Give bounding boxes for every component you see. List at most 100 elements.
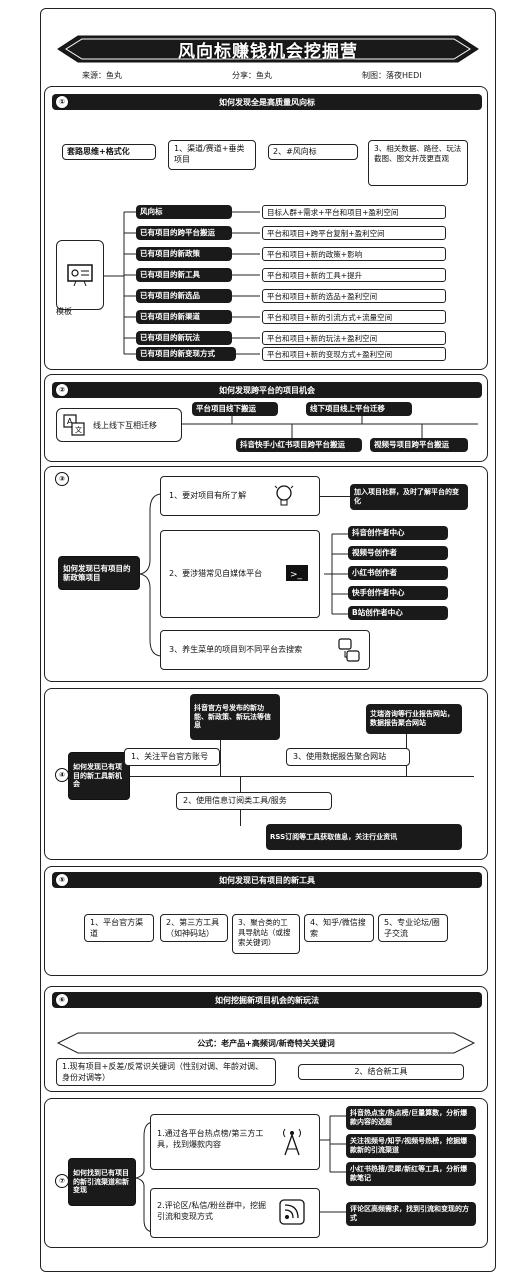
s1-row-0-right: 目标人群+需求+平台和项目+盈利空间 <box>262 205 446 219</box>
s5-item-3: 4、知乎/微信搜索 <box>304 914 374 942</box>
section-1-title: 如何发现全是高质量风向标 <box>52 94 482 110</box>
section-6-title: 如何挖掘新项目机会的新玩法 <box>52 992 482 1008</box>
s7-item-0-box: 1.通过各平台热点榜/第三方工具，找到爆款内容 <box>150 1114 320 1170</box>
s1-row-5-left: 已有项目的新渠道 <box>136 310 232 324</box>
section-2-title: 如何发现跨平台的项目机会 <box>52 382 482 398</box>
section-2 <box>44 374 488 462</box>
s4-item-0: 1、关注平台官方账号 <box>124 748 220 766</box>
s4-connector-2 <box>406 716 407 776</box>
s1-row-1-left: 已有项目的跨平台搬运 <box>136 226 232 240</box>
section-1 <box>44 86 488 370</box>
s6-right: 2、结合新工具 <box>298 1064 464 1080</box>
s4-item-2: 2、使用信息订阅类工具/服务 <box>176 792 332 810</box>
s6-left: 1.现有项目+反差/反常识关键词（性别对调、年龄对调、身份对调等） <box>56 1058 276 1086</box>
s1-row-4-right: 平台和项目+新的选品+盈利空间 <box>262 289 446 303</box>
poster-frame <box>40 8 496 1272</box>
s4-note-2: RSS订阅等工具获取信息，关注行业资讯 <box>266 824 462 850</box>
s1-row-2-right: 平台和项目+新的政策+影响 <box>262 247 446 261</box>
s2-top-1: 线下项目线上平台迁移 <box>306 402 412 416</box>
s4-note-1: 艾瑞咨询等行业报告网站，数据报告聚合网站 <box>366 704 462 734</box>
author-text: 制图：落夜HEDI <box>362 71 422 80</box>
s1-top-item-0: 套路思维+格式化 <box>62 144 156 160</box>
antenna-icon <box>283 1128 301 1156</box>
s1-top-item-3: 3、相关数据、路径、玩法截图、图文并茂更直观 <box>368 140 468 186</box>
s3-platform-3: 快手创作者中心 <box>348 586 448 600</box>
s7-note-2: 小红书热搜/灵犀/新红等工具，分析爆款笔记 <box>346 1162 476 1186</box>
s2-top-0: 平台项目线下搬运 <box>192 402 278 416</box>
s1-row-1-right: 平台和项目+跨平台复制+盈利空间 <box>262 226 446 240</box>
lightbulb-icon <box>274 485 294 506</box>
s7-item-1-label: 2.评论区/私信/粉丝群中，挖掘引流和变现方式 <box>157 1201 267 1221</box>
s5-item-1: 2、第三方工具（如神码站） <box>160 914 228 942</box>
s1-connector-lines <box>104 211 260 355</box>
s3-platform-0: 抖音创作者中心 <box>348 526 448 540</box>
s1-row-3-right: 平台和项目+新的工具+提升 <box>262 268 446 282</box>
s7-center-node: 如何找到已有项目的新引流渠道和新变现 <box>68 1158 136 1206</box>
s5-item-0: 1、平台官方渠道 <box>84 914 154 942</box>
s3-item-1-box: 2、要涉猎常见自媒体平台 >_ <box>160 530 320 618</box>
s2-bottom-1: 视频号项目跨平台搬运 <box>370 438 468 452</box>
template-label: 模板 <box>56 307 72 316</box>
svg-text:文: 文 <box>75 425 82 434</box>
s3-platform-1: 视频号创作者 <box>348 546 448 560</box>
s3-item-2-label: 3、养生菜单的项目到不同平台去搜索 <box>169 645 303 654</box>
s6-formula-shape <box>56 1032 476 1054</box>
section-5-title: 如何发现已有项目的新工具 <box>52 872 482 888</box>
s3-platform-bracket <box>324 533 350 615</box>
s4-connector-1 <box>220 716 221 776</box>
section-5-number: ⑤ <box>55 873 69 887</box>
section-3-number: ③ <box>55 472 69 486</box>
s6-formula: 公式：老产品+高频词/新奇特关关键词 <box>197 1038 335 1048</box>
section-6 <box>44 986 488 1092</box>
s1-row-5-right: 平台和项目+新的引流方式+流量空间 <box>262 310 446 324</box>
s4-center-node: 如何发现已有项目的新工具新机会 <box>68 752 130 800</box>
title-banner-shape <box>57 35 479 63</box>
section-1-number: ① <box>55 95 69 109</box>
board-icon <box>67 264 93 287</box>
s3-item-2-box: 3、养生菜单的项目到不同平台去搜索 <box>160 630 370 670</box>
rss-icon <box>279 1199 305 1225</box>
s1-row-7-left: 已有项目的新变现方式 <box>136 347 236 361</box>
section-7 <box>44 1098 488 1248</box>
section-6-number: ⑥ <box>55 993 69 1007</box>
s3-platform-4: B站创作者中心 <box>348 606 448 620</box>
s1-top-item-2: 2、#风向标 <box>268 144 358 160</box>
s7-note-1: 关注视频号/知乎/视频号热榜，挖掘爆款新的引流渠道 <box>346 1134 476 1158</box>
s2-left-label: 线上线下互相迁移 <box>93 420 157 430</box>
s2-left-box: A 文 线上线下互相迁移 <box>56 408 182 442</box>
s1-row-7-right: 平台和项目+新的变现方式+盈利空间 <box>262 347 446 361</box>
s4-axis-line <box>130 776 474 777</box>
s7-note-3: 评论区高频需求，找到引流和变现的方式 <box>346 1202 476 1226</box>
s1-row-6-right: 平台和项目+新的玩法+盈利空间 <box>262 331 446 345</box>
s7-note-lines <box>320 1115 348 1213</box>
section-4 <box>44 688 488 860</box>
s1-row-4-left: 已有项目的新选品 <box>136 289 232 303</box>
s1-row-0-left: 风向标 <box>136 205 232 219</box>
s1-top-item-1: 1、渠道/赛道+垂类项目 <box>168 140 256 170</box>
source-text: 来源：鱼丸 <box>82 71 122 80</box>
s3-note-connector <box>320 496 350 497</box>
section-5 <box>44 866 488 976</box>
template-icon-box <box>56 240 104 310</box>
section-3 <box>44 466 488 682</box>
translate-icon: A 文 <box>63 414 85 436</box>
media-icon: >_ <box>286 565 308 581</box>
s3-note-1: 加入项目社群，及时了解平台的变化 <box>350 484 468 510</box>
s1-row-2-left: 已有项目的新政策 <box>136 247 232 261</box>
s5-item-2: 3、聚合类的工具导航站（或搜索关键词） <box>232 914 300 954</box>
s1-row-6-left: 已有项目的新玩法 <box>136 331 232 345</box>
s3-center-node: 如何发现已有项目的新政策项目 <box>58 556 140 590</box>
page-title: 风向标赚钱机会挖掘营 <box>178 41 358 62</box>
s7-bracket <box>136 1121 155 1233</box>
svg-text:>_: >_ <box>290 570 303 580</box>
s7-note-0: 抖音热点宝/热点榜/巨量算数，分析爆款内容的选题 <box>346 1106 476 1130</box>
s7-item-1-box: 2.评论区/私信/粉丝群中，挖掘引流和变现方式 <box>150 1188 320 1238</box>
s3-item-0-box: 1、要对项目有所了解 <box>160 476 320 516</box>
s4-item-1: 3、使用数据报告聚合网站 <box>286 748 410 766</box>
copy-icon <box>338 638 360 662</box>
section-2-number: ② <box>55 383 69 397</box>
svg-text:A: A <box>67 417 73 426</box>
s7-item-0-label: 1.通过各平台热点榜/第三方工具，找到爆款内容 <box>157 1129 264 1149</box>
s3-platform-2: 小红书创作者 <box>348 566 448 580</box>
section-7-number: ⑦ <box>55 1174 69 1188</box>
